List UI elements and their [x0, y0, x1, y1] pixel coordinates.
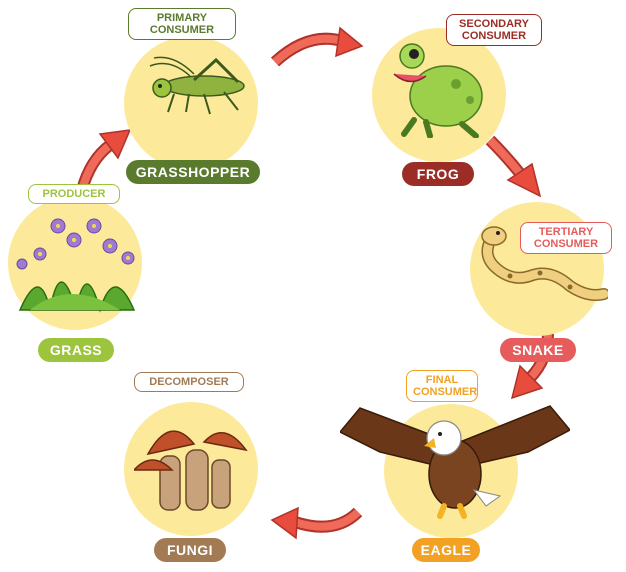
- snake-name-badge: SNAKE: [500, 338, 576, 362]
- eagle-illustration: [340, 405, 570, 519]
- grass-illustration: [16, 218, 136, 313]
- snake-role-label: TERTIARY CONSUMER: [520, 222, 612, 254]
- eagle-role-label: FINAL CONSUMER: [406, 370, 478, 402]
- arrow-frog-to-snake: [485, 135, 542, 198]
- grasshopper-role-label: PRIMARY CONSUMER: [128, 8, 236, 40]
- frog-name-badge: FROG: [402, 162, 474, 186]
- grass-name-badge: GRASS: [38, 338, 114, 362]
- fungi-role-label: DECOMPOSER: [134, 372, 244, 392]
- fungi-name-badge: FUNGI: [154, 538, 226, 562]
- grasshopper-circle: [124, 36, 258, 170]
- arrow-grass-to-grasshopper: [76, 129, 132, 192]
- grasshopper-illustration: [149, 56, 245, 115]
- snake-illustration: [481, 226, 608, 301]
- grass-role-label: PRODUCER: [28, 184, 120, 204]
- eagle-name-badge: EAGLE: [412, 538, 480, 562]
- fungi-illustration: [134, 430, 248, 511]
- frog-role-label: SECONDARY CONSUMER: [446, 14, 542, 46]
- frog-illustration: [393, 43, 483, 138]
- arrow-grasshopper-to-frog: [270, 26, 364, 67]
- grasshopper-name-badge: GRASSHOPPER: [126, 160, 260, 184]
- arrow-eagle-to-fungi: [270, 506, 363, 540]
